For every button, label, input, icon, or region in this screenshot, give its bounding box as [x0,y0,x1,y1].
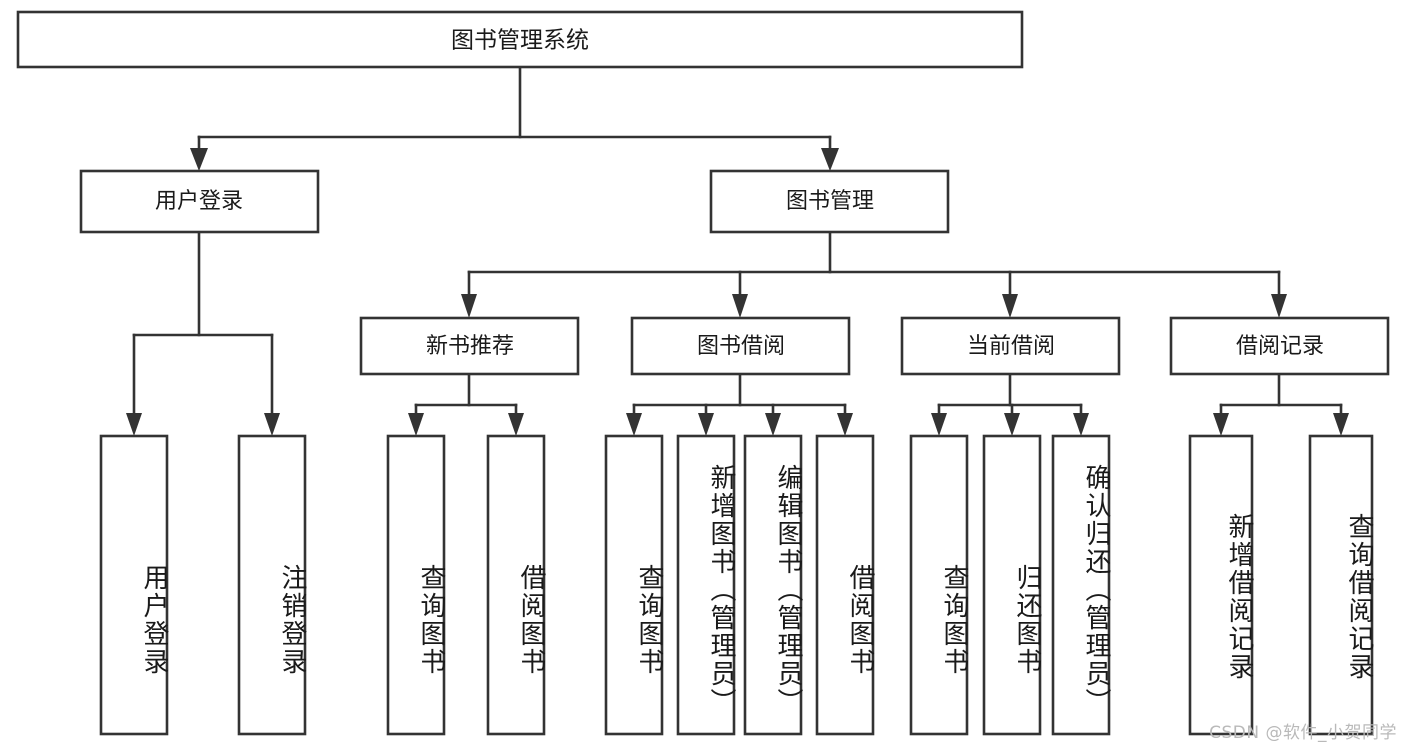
arrow-head-leaf-query-borrow-record [1333,413,1349,436]
node-leaf-edit-book-admin-box[interactable] [743,434,803,736]
arrow-head-leaf-logout-login [264,413,280,436]
node-leaf-logout-login-box[interactable] [237,434,307,736]
arrow-head-current-borrow [1002,294,1018,318]
connector-group-borrow-record [1213,372,1349,436]
node-book-borrow[interactable]: 图书借阅 [630,316,851,376]
node-book-manage[interactable]: 图书管理 [709,169,950,234]
node-leaf-return-book-box[interactable] [982,434,1042,736]
arrow-head-leaf-borrow-book [837,413,853,436]
node-borrow-record-box[interactable] [1169,316,1390,376]
arrow-head-leaf-query-book-borrow [626,413,642,436]
connector-group-book-borrow [626,372,853,436]
arrow-head-leaf-query-book-recommend [408,413,424,436]
arrow-head-leaf-user-login [126,413,142,436]
arrow-head-leaf-add-borrow-record [1213,413,1229,436]
arrow-head-leaf-add-book-admin [698,413,714,436]
node-new-book-recommend-label: 新书推荐 [426,334,514,359]
leaf-boxes [99,434,1374,736]
arrow-head-user-login [190,148,208,171]
node-root[interactable]: 图书管理系统 [16,10,1024,69]
node-leaf-borrow-book-recommend-box[interactable] [486,434,546,736]
node-user-login[interactable]: 用户登录 [79,169,320,234]
arrow-head-leaf-return-book [1004,413,1020,436]
connector-group-book-manage [461,230,1287,318]
node-leaf-add-book-admin-box[interactable] [676,434,736,736]
node-book-borrow-box[interactable] [630,316,851,376]
connector-group-new-book-recommend [408,372,524,436]
node-borrow-record-label: 借阅记录 [1236,334,1324,359]
node-new-book-recommend[interactable]: 新书推荐 [359,316,580,376]
node-user-login-label: 用户登录 [155,189,243,214]
node-current-borrow-label: 当前借阅 [967,334,1055,359]
node-leaf-query-book-current-box[interactable] [909,434,969,736]
arrow-head-book-manage [821,148,839,171]
node-root-box[interactable] [16,10,1024,69]
connector-group-root [190,65,839,171]
connector-group-current-borrow [931,372,1089,436]
node-root-label: 图书管理系统 [451,28,589,54]
watermark-text: CSDN @软件_小贺同学 [1209,723,1397,743]
arrow-head-leaf-edit-book-admin [765,413,781,436]
node-leaf-query-borrow-record-box[interactable] [1308,434,1374,736]
node-borrow-record[interactable]: 借阅记录 [1169,316,1390,376]
node-book-manage-box[interactable] [709,169,950,234]
node-leaf-query-book-borrow-box[interactable] [604,434,664,736]
node-book-manage-label: 图书管理 [786,189,874,214]
node-current-borrow-box[interactable] [900,316,1121,376]
arrow-head-leaf-query-book-current [931,413,947,436]
arrow-head-borrow-record [1271,294,1287,318]
node-current-borrow[interactable]: 当前借阅 [900,316,1121,376]
node-user-login-box[interactable] [79,169,320,234]
arrow-head-leaf-confirm-return-admin [1073,413,1089,436]
node-leaf-confirm-return-admin-box[interactable] [1051,434,1111,736]
node-new-book-recommend-box[interactable] [359,316,580,376]
node-leaf-add-borrow-record-box[interactable] [1188,434,1254,736]
arrow-head-new-book-recommend [461,294,477,318]
arrow-head-leaf-borrow-book-recommend [508,413,524,436]
node-book-borrow-label: 图书借阅 [697,334,785,359]
node-leaf-borrow-book-box[interactable] [815,434,875,736]
node-leaf-user-login-box[interactable] [99,434,169,736]
arrow-head-book-borrow [732,294,748,318]
connector-group-user-login [126,230,280,436]
node-leaf-query-book-recommend-box[interactable] [386,434,446,736]
